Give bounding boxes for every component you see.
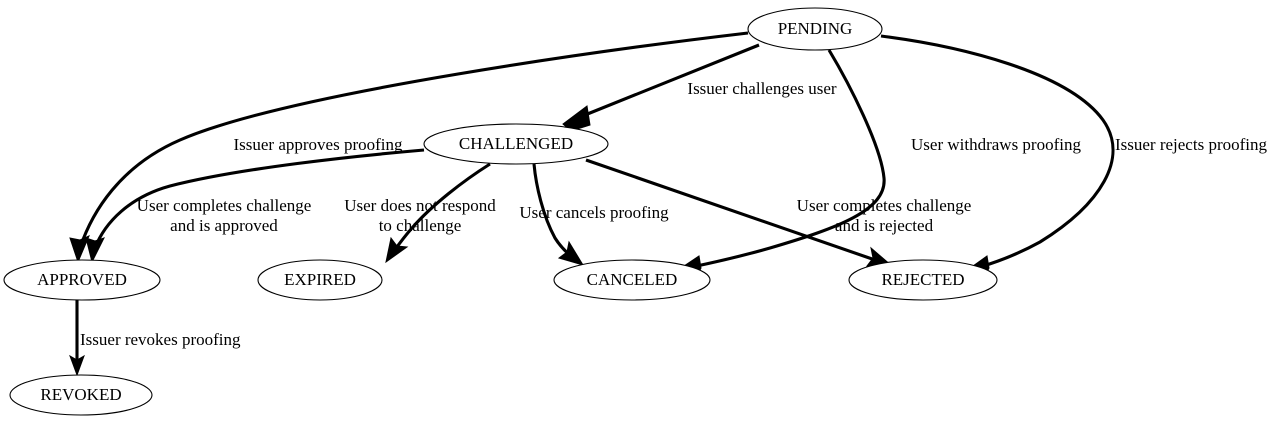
arrowhead-approved-revoked [69,354,85,377]
arrowhead-challenged-expired [385,236,409,264]
node-challenged[interactable]: CHALLENGED [423,123,609,165]
node-revoked[interactable]: REVOKED [9,374,153,416]
edge-label-challenged-approved-line1: User completes challenge [137,196,312,215]
edge-label-challenged-rejected-line1: User completes challenge [797,196,972,215]
edge-path-pending-approved [78,31,749,249]
edge-label-pending-canceled: User withdraws proofing [911,135,1081,154]
node-rejected-label: REJECTED [881,270,964,289]
edge-label-pending-approved: Issuer approves proofing [233,135,403,154]
edge-label-challenged-approved-line2: and is approved [170,216,278,235]
edge-label-challenged-canceled: User cancels proofing [519,203,669,222]
node-pending-label: PENDING [778,19,853,38]
node-rejected[interactable]: REJECTED [848,259,998,301]
edge-approved-revoked: Issuer revokes proofing [69,300,241,377]
edge-path-pending-rejected [880,34,1115,269]
arrowhead-pending-approved [69,235,90,264]
edge-path-challenged-expired [392,162,491,252]
edge-label-challenged-expired-line2: to challenge [379,216,462,235]
node-approved[interactable]: APPROVED [3,259,161,301]
node-expired[interactable]: EXPIRED [257,259,383,301]
edge-challenged-approved: User completes challenge and is approved [85,148,425,264]
edge-challenged-expired: User does not respond to challenge [344,162,496,264]
node-expired-label: EXPIRED [284,270,356,289]
edge-challenged-canceled: User cancels proofing [519,163,669,266]
node-approved-ellipse[interactable] [3,259,161,301]
edge-pending-rejected: Issuer rejects proofing [880,34,1268,277]
node-approved-label: APPROVED [37,270,127,289]
node-canceled-ellipse[interactable] [553,259,711,301]
edge-label-pending-rejected: Issuer rejects proofing [1115,135,1268,154]
edge-label-challenged-expired-line1: User does not respond [344,196,496,215]
edge-challenged-rejected: User completes challenge and is rejected [585,158,972,267]
node-rejected-ellipse[interactable] [848,259,998,301]
node-challenged-ellipse[interactable] [423,123,609,165]
edge-pending-challenged: Issuer challenges user [562,43,837,132]
node-revoked-label: REVOKED [40,385,121,404]
node-expired-ellipse[interactable] [257,259,383,301]
edge-path-challenged-approved [93,148,425,249]
arrowhead-challenged-canceled [557,240,585,266]
node-canceled[interactable]: CANCELED [553,259,711,301]
node-canceled-label: CANCELED [587,270,678,289]
edge-label-pending-challenged: Issuer challenges user [687,79,837,98]
node-challenged-label: CHALLENGED [459,134,573,153]
arrowhead-challenged-approved [85,237,105,264]
edge-path-pending-challenged [579,43,760,119]
edge-path-pending-canceled [691,49,886,269]
edge-label-challenged-rejected-line2: and is rejected [835,216,934,235]
edge-label-approved-revoked: Issuer revokes proofing [80,330,241,349]
edge-path-challenged-rejected [585,158,879,263]
node-pending[interactable]: PENDING [747,7,883,51]
edge-pending-approved: Issuer approves proofing [69,31,749,264]
node-pending-ellipse[interactable] [747,7,883,51]
node-revoked-ellipse[interactable] [9,374,153,416]
